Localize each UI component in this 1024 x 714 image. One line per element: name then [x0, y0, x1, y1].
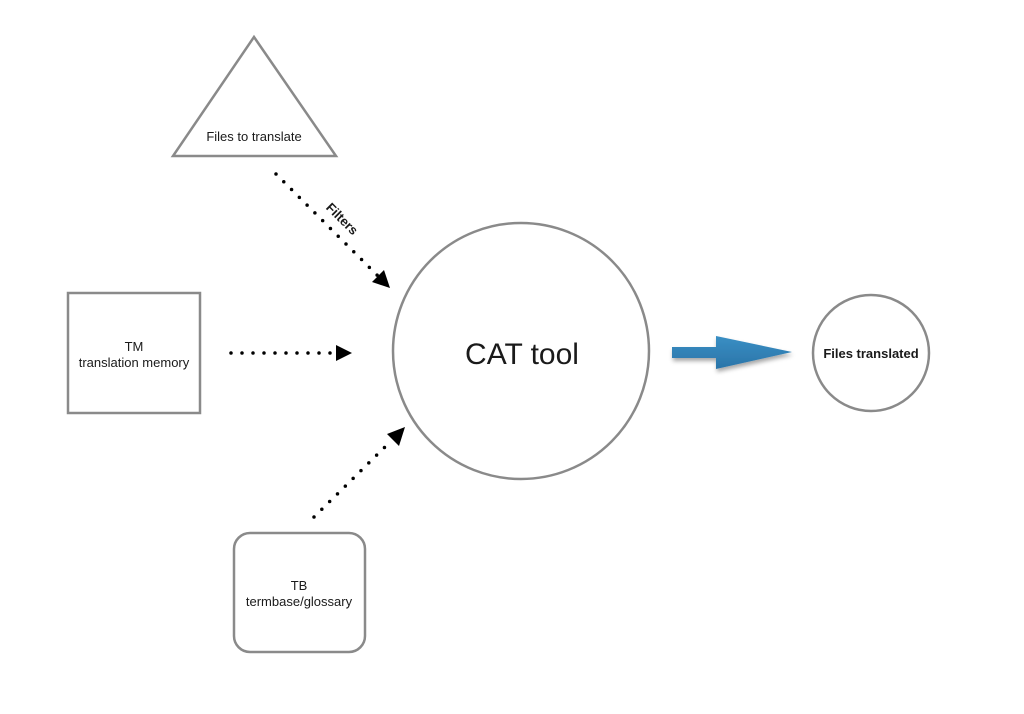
triangle-shape [170, 34, 339, 158]
node-label-line1: TB [291, 578, 308, 593]
edge-files-to-cat: Filters [274, 172, 390, 288]
node-tm: TM translation memory [66, 291, 202, 415]
node-files-translated: Files translated [811, 293, 931, 413]
square-shape [66, 291, 202, 415]
dotted-line [312, 438, 394, 519]
rounded-square-shape [232, 531, 367, 654]
edge-label-filters: Filters [323, 200, 361, 238]
node-tb: TB termbase/glossary [232, 531, 367, 654]
node-cat-tool: CAT tool [391, 221, 651, 481]
blue-arrow-icon [672, 336, 792, 369]
node-files-to-translate: Files to translate [170, 34, 339, 158]
node-label: CAT tool [465, 338, 579, 371]
circle-shape [391, 221, 651, 481]
edge-tm-to-cat [229, 345, 352, 361]
edge-tb-to-cat [312, 427, 405, 519]
circle-shape [811, 293, 931, 413]
arrowhead-icon [387, 427, 405, 446]
arrowhead-icon [336, 345, 352, 361]
dotted-line [274, 172, 380, 278]
edge-cat-to-output [672, 336, 792, 369]
node-label-line1: TM [125, 339, 144, 354]
node-label-line2: translation memory [79, 355, 190, 370]
arrowhead-icon [372, 270, 390, 288]
node-label: Files translated [823, 346, 918, 361]
node-label-line2: termbase/glossary [246, 594, 353, 609]
node-label: Files to translate [206, 129, 301, 144]
